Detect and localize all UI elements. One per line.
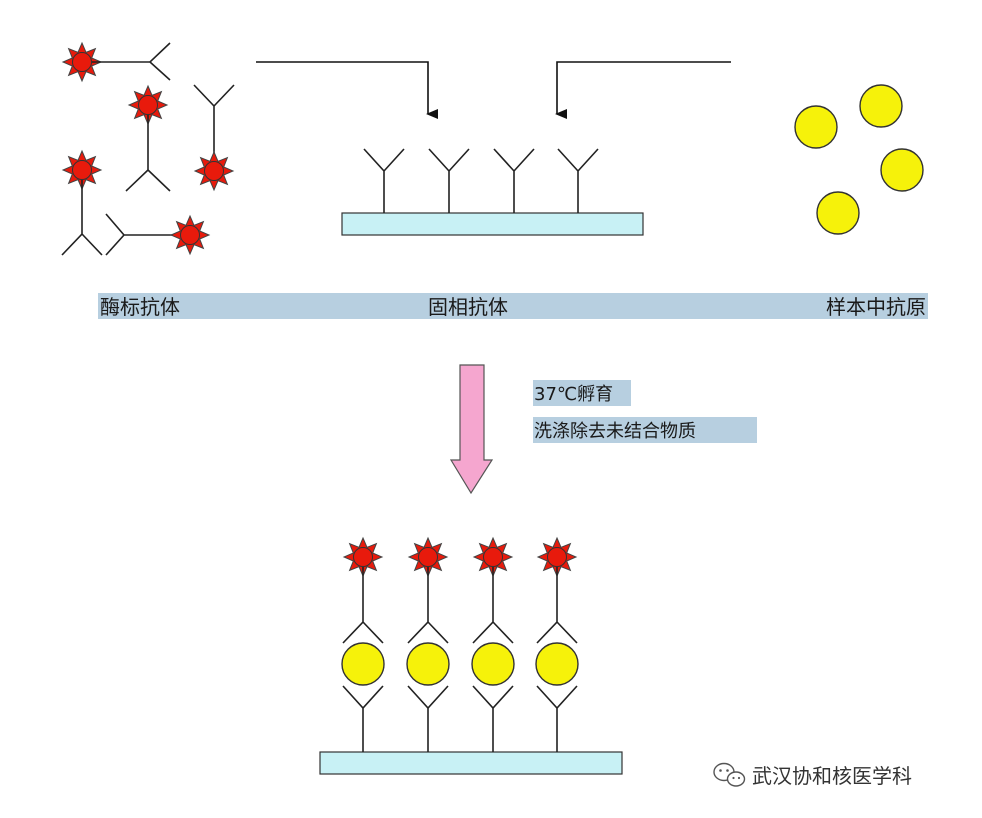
sandwich-complex-2: [406, 537, 450, 752]
enzyme-icon: [170, 215, 210, 255]
enzyme-icon: [194, 151, 234, 191]
sandwich-complex-3: [471, 537, 515, 752]
antigen: [341, 642, 385, 686]
step-highlight-1: [533, 380, 631, 406]
step-highlight-2: [533, 417, 757, 443]
label-solid-phase-antibody: 固相抗体: [428, 295, 508, 319]
solid-phase-antibodies: [341, 148, 644, 236]
enzyme-antibody-2: [125, 85, 171, 192]
sandwich-complexes: [319, 537, 623, 775]
label-sample-antigen: 样本中抗原: [826, 295, 926, 319]
solid-phase-plate: [341, 212, 644, 236]
label-enzyme-antibody: 酶标抗体: [100, 295, 180, 319]
solid-phase-plate-result: [319, 751, 623, 775]
enzyme-antibody-5: [105, 213, 210, 256]
arrow-from-sample-antigen: [555, 61, 731, 119]
antigen: [794, 105, 838, 149]
enzyme-labeled-antibodies: [61, 42, 235, 256]
antigen: [880, 148, 924, 192]
antigen: [471, 642, 515, 686]
enzyme-antibody-3: [193, 84, 235, 191]
step-line-wash: 洗涤除去未结合物质: [534, 421, 696, 442]
wechat-icon: [713, 762, 746, 787]
antigen: [816, 191, 860, 235]
sample-antigens: [794, 84, 924, 235]
arrow-from-enzyme-antibody: [256, 61, 438, 119]
antigen: [859, 84, 903, 128]
watermark: 武汉协和核医学科: [713, 762, 912, 788]
sandwich-complex-1: [341, 537, 385, 752]
enzyme-antibody-4: [61, 150, 103, 256]
antigen: [406, 642, 450, 686]
antigen: [535, 642, 579, 686]
step-line-incubate: 37℃孵育: [534, 384, 613, 405]
label-band: [98, 293, 928, 319]
watermark-text: 武汉协和核医学科: [752, 764, 912, 788]
process-arrow: [449, 364, 494, 495]
enzyme-antibody-1: [62, 42, 171, 82]
sandwich-complex-4: [535, 537, 579, 752]
feed-arrows: [256, 61, 731, 119]
